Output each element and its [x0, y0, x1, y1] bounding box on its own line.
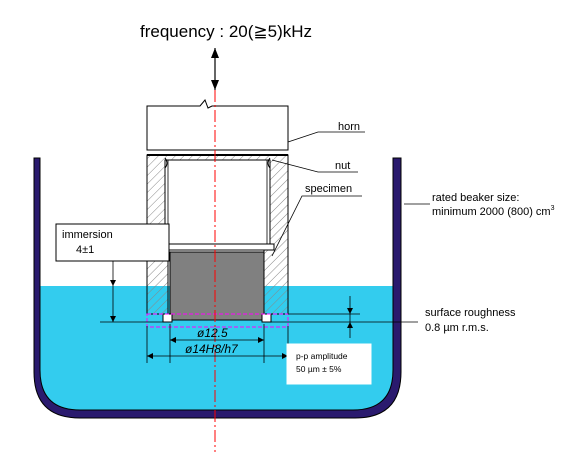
amplitude-box	[286, 343, 372, 385]
vibration-arrow	[211, 48, 219, 90]
cavitation-zone	[146, 313, 289, 328]
amplitude-value: 50 µm ± 5%	[296, 364, 342, 374]
amplitude-label: p-p amplitude	[296, 351, 348, 361]
roughness-value: 0.8 µm r.m.s.	[425, 322, 489, 334]
beaker-size-value: minimum 2000 (800) cm3	[432, 205, 555, 218]
immersion-label: immersion	[62, 229, 113, 241]
dimension-arrowheads	[110, 280, 353, 359]
inner-diameter-label: ø12.5	[197, 326, 228, 340]
beaker-size-label: rated beaker size:	[432, 192, 519, 204]
outer-diameter-label: ø14H8/h7	[185, 342, 239, 356]
horn-label: horn	[338, 121, 360, 133]
leader-lines	[100, 131, 430, 363]
roughness-label: surface roughness	[425, 307, 516, 319]
immersion-box	[55, 223, 170, 262]
horn	[146, 99, 289, 151]
specimen	[169, 251, 265, 321]
frequency-title: frequency : 20(≧5)kHz	[140, 22, 312, 41]
specimen-label: specimen	[305, 183, 352, 195]
nut-label: nut	[335, 160, 350, 172]
immersion-value: 4±1	[76, 244, 94, 256]
beaker	[33, 157, 402, 419]
